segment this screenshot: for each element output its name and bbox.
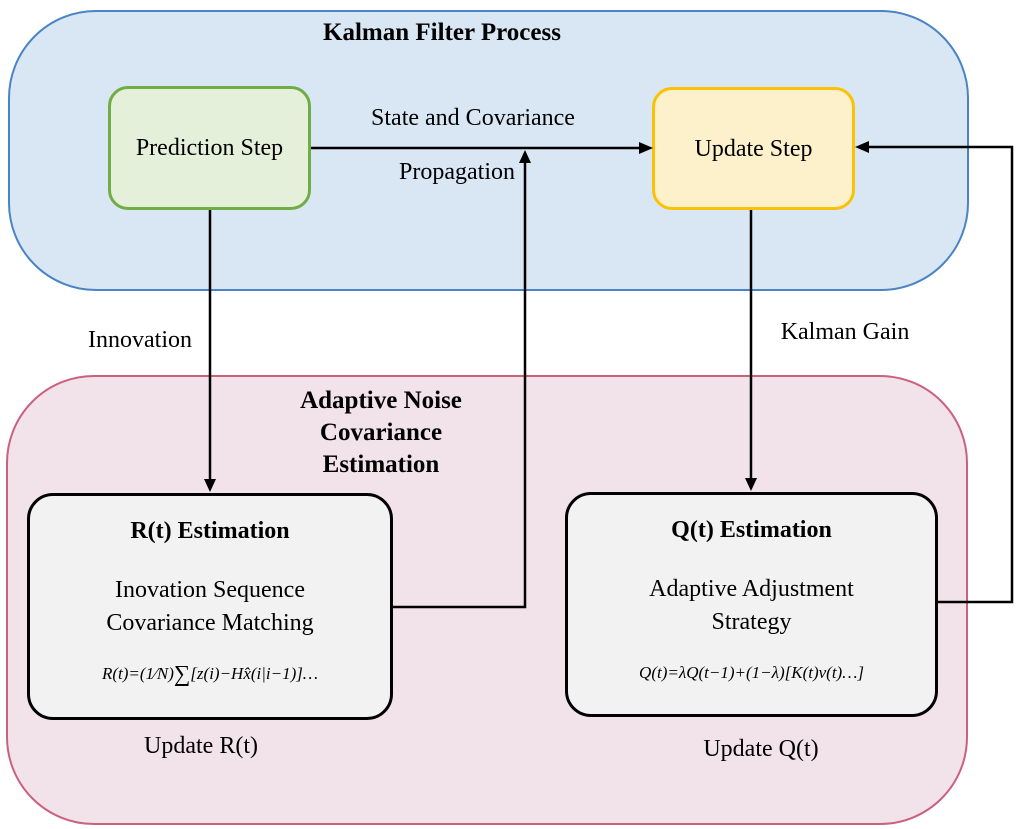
update-step-label: Update Step — [694, 135, 813, 162]
r-estimation-formula: R(t)=(1⁄N)∑[z(i)−Hx̂(i|i−1)]… — [30, 661, 390, 686]
r-estimation-title: R(t) Estimation — [130, 518, 290, 544]
q-estimation-subtitle: Adaptive Adjustment Strategy — [568, 573, 935, 639]
r-subtitle-line1: Inovation Sequence — [115, 577, 305, 603]
update-q-label: Update Q(t) — [703, 736, 819, 762]
q-subtitle-line1: Adaptive Adjustment — [649, 576, 854, 602]
innovation-label: Innovation — [88, 327, 192, 353]
r-formula-rhs: [z(i)−Hx̂(i|i−1)]… — [190, 664, 319, 683]
r-estimation-subtitle: Inovation Sequence Covariance Matching — [30, 574, 390, 640]
prediction-step-label: Prediction Step — [135, 135, 284, 161]
adaptive-container-title: Adaptive Noise Covariance Estimation — [300, 385, 462, 481]
q-estimation-title: Q(t) Estimation — [671, 517, 832, 543]
update-step-node: Update Step — [652, 87, 855, 210]
sum-symbol: ∑ — [173, 661, 191, 686]
kalman-container-title: Kalman Filter Process — [323, 19, 561, 46]
state-covariance-label: State and Covariance — [371, 105, 575, 131]
q-estimation-box: Q(t) Estimation Adaptive Adjustment Stra… — [565, 492, 938, 717]
adaptive-title-line2: Covariance — [319, 419, 443, 446]
q-estimation-formula: Q(t)=λQ(t−1)+(1−λ)[K(t)v(t)…] — [639, 663, 864, 682]
adaptive-title-line3: Estimation — [322, 451, 440, 478]
prediction-step-node: Prediction Step — [108, 86, 311, 210]
r-subtitle-line2: Covariance Matching — [106, 610, 314, 636]
update-r-label: Update R(t) — [144, 733, 258, 759]
propagation-label: Propagation — [399, 159, 515, 185]
q-subtitle-line2: Strategy — [711, 609, 792, 635]
adaptive-title-line1: Adaptive Noise — [300, 387, 462, 414]
r-estimation-box: R(t) Estimation Inovation Sequence Covar… — [27, 493, 393, 720]
kalman-gain-label: Kalman Gain — [780, 319, 910, 345]
r-formula-lhs: R(t)=(1⁄N) — [101, 664, 174, 683]
